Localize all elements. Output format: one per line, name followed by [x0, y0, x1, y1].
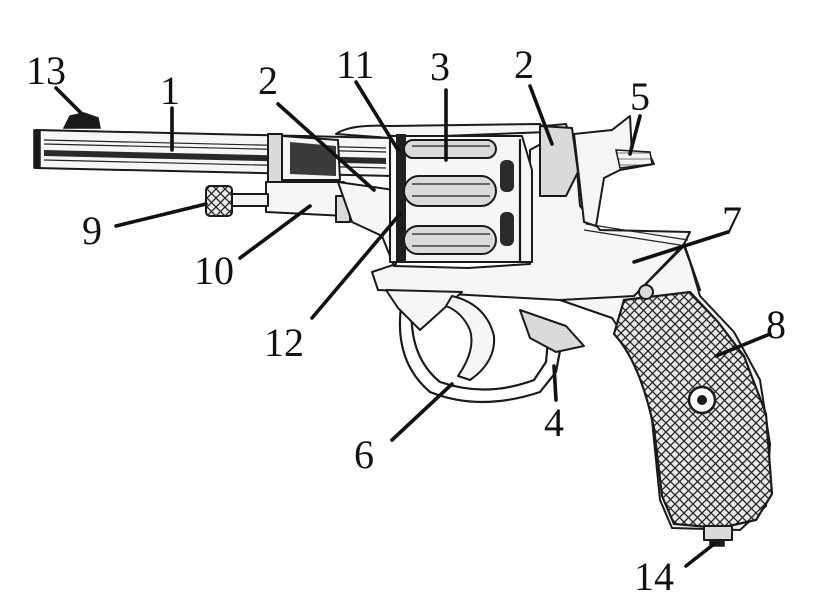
callout-2-rear: 2 — [514, 42, 534, 87]
callout-13: 13 — [26, 48, 66, 93]
front-sight — [62, 112, 101, 129]
callout-3: 3 — [430, 44, 450, 89]
callout-5: 5 — [630, 74, 650, 119]
callout-11: 11 — [336, 42, 375, 87]
callout-12: 12 — [264, 320, 304, 365]
callout-14: 14 — [634, 554, 674, 599]
callout-8: 8 — [766, 302, 786, 347]
lanyard-ring — [703, 525, 733, 547]
ejector-rod — [205, 181, 351, 223]
callout-10: 10 — [194, 248, 234, 293]
callout-1: 1 — [160, 68, 180, 113]
callout-4: 4 — [544, 400, 564, 445]
callout-9: 9 — [82, 208, 102, 253]
trigger-guard — [385, 289, 585, 404]
leader-lines — [54, 80, 772, 568]
callout-labels: 13 1 2 11 3 2 5 7 8 9 10 12 4 6 14 — [26, 42, 786, 599]
grip-panel — [612, 284, 774, 530]
callout-6: 6 — [354, 432, 374, 477]
hammer — [573, 115, 655, 227]
frame — [337, 123, 702, 317]
cylinder — [389, 134, 533, 264]
barrel-collar — [267, 133, 341, 183]
callout-7: 7 — [722, 198, 742, 243]
callout-2-front: 2 — [258, 58, 278, 103]
